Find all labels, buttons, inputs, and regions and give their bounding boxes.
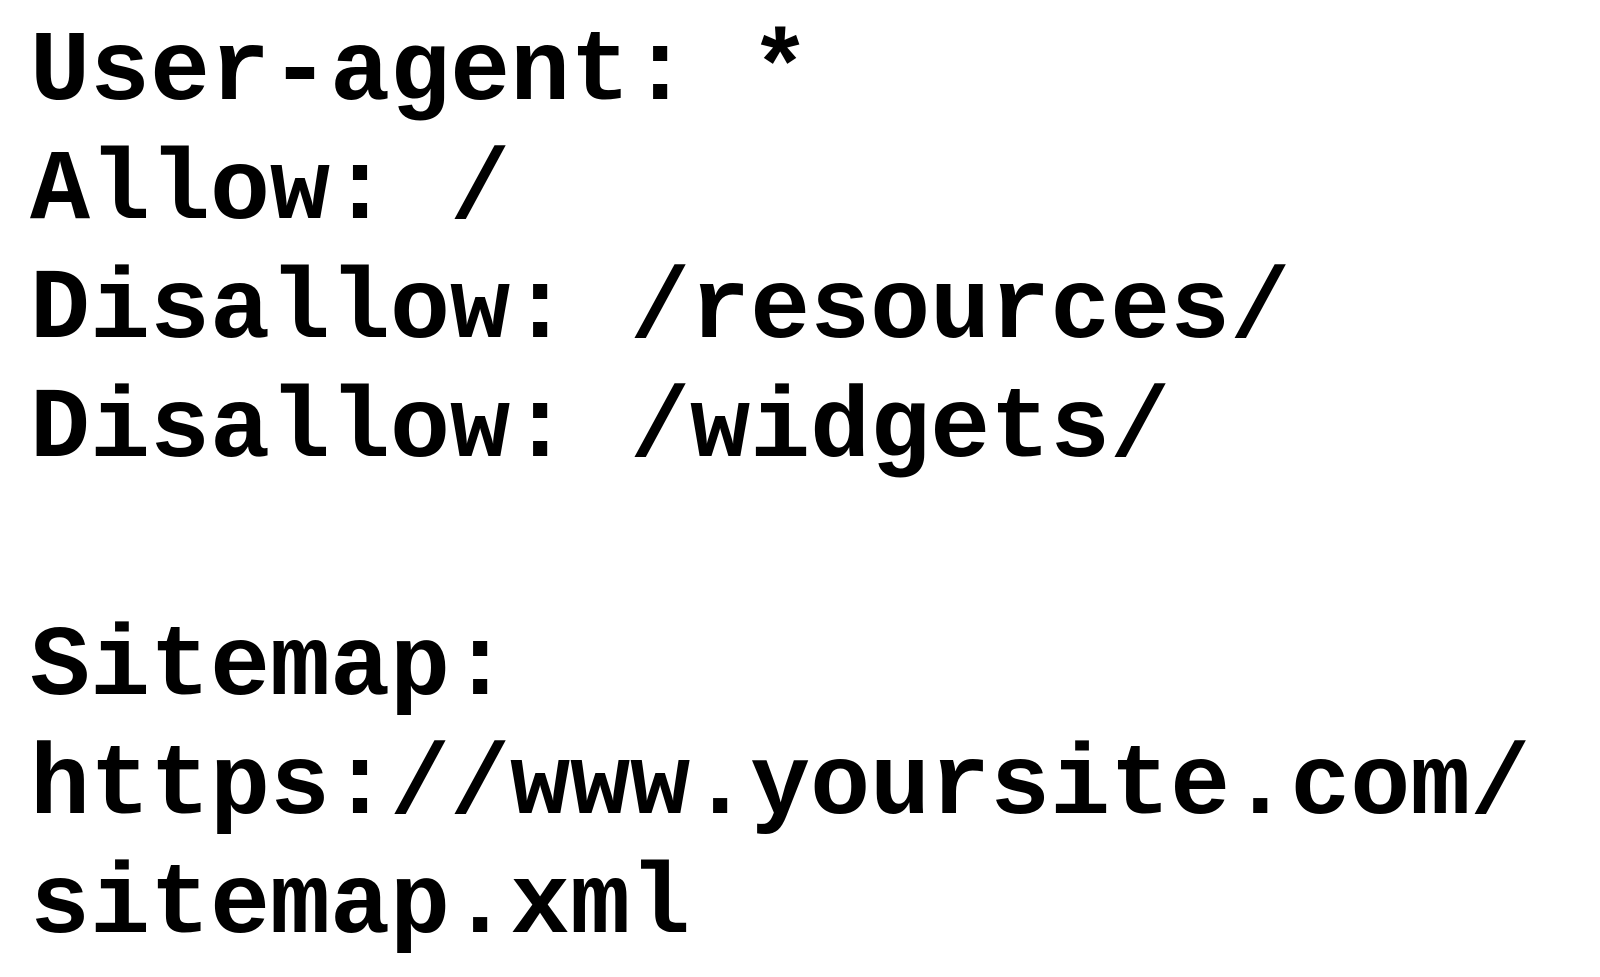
text-line-blank (30, 490, 1600, 609)
text-line-allow: Allow: / (30, 136, 511, 249)
text-line-sitemap-file: sitemap.xml (30, 850, 691, 963)
text-line-user-agent: User-agent: * (30, 17, 811, 130)
text-line-disallow-widgets: Disallow: /widgets/ (30, 374, 1171, 487)
text-line-sitemap-url: https://www.yoursite.com/ (30, 731, 1531, 844)
text-line-disallow-resources: Disallow: /resources/ (30, 255, 1291, 368)
text-line-sitemap-label: Sitemap: (30, 612, 511, 725)
